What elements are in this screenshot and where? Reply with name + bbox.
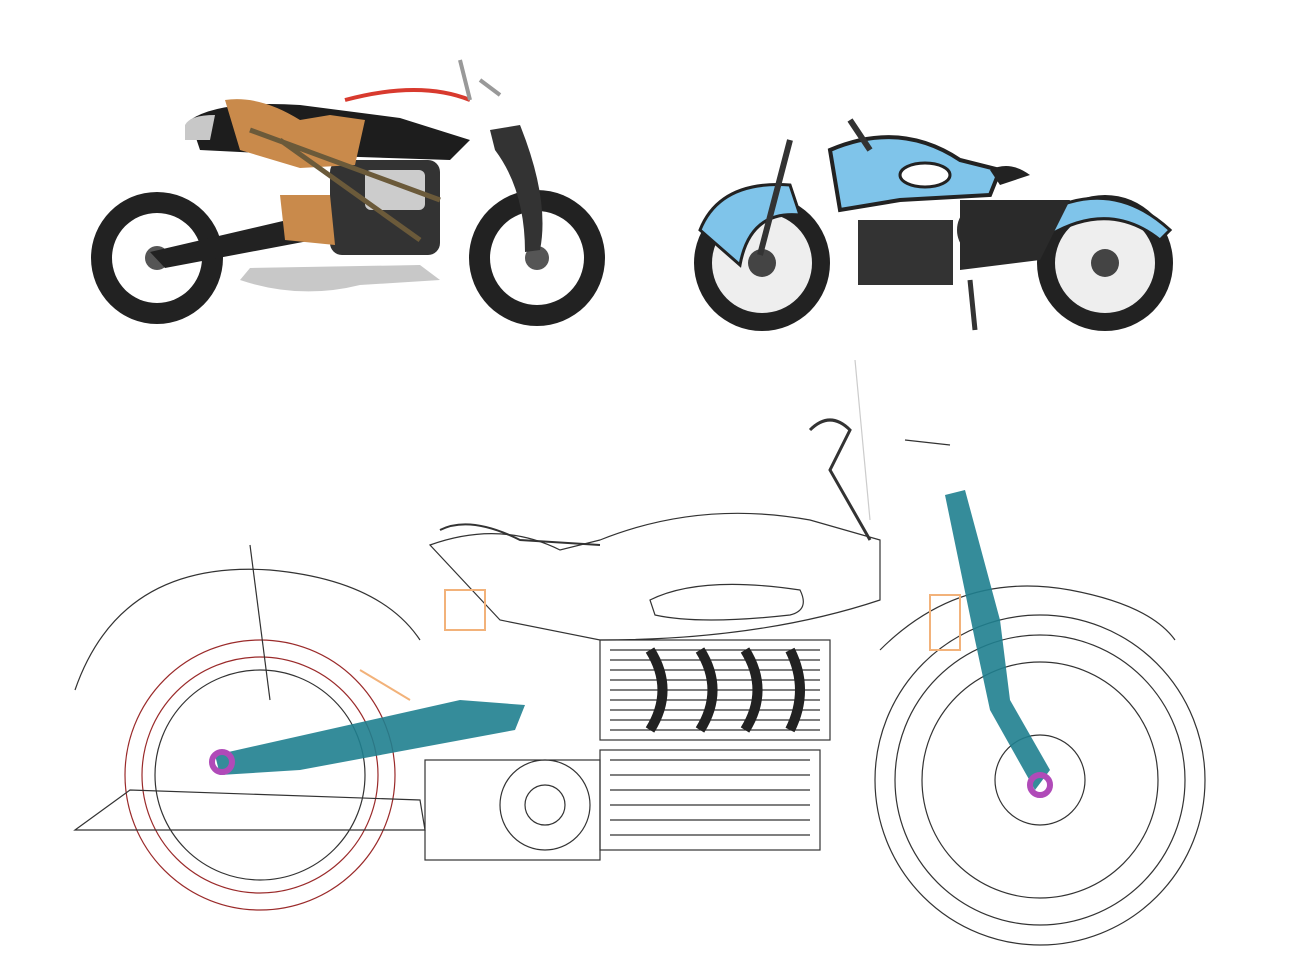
cad-highlights xyxy=(359,589,961,701)
photo-electric-bike xyxy=(694,118,1173,331)
photo-cafe-racer xyxy=(91,59,605,326)
cad-swingarm xyxy=(209,490,1053,798)
cad-drawing xyxy=(73,359,1206,946)
